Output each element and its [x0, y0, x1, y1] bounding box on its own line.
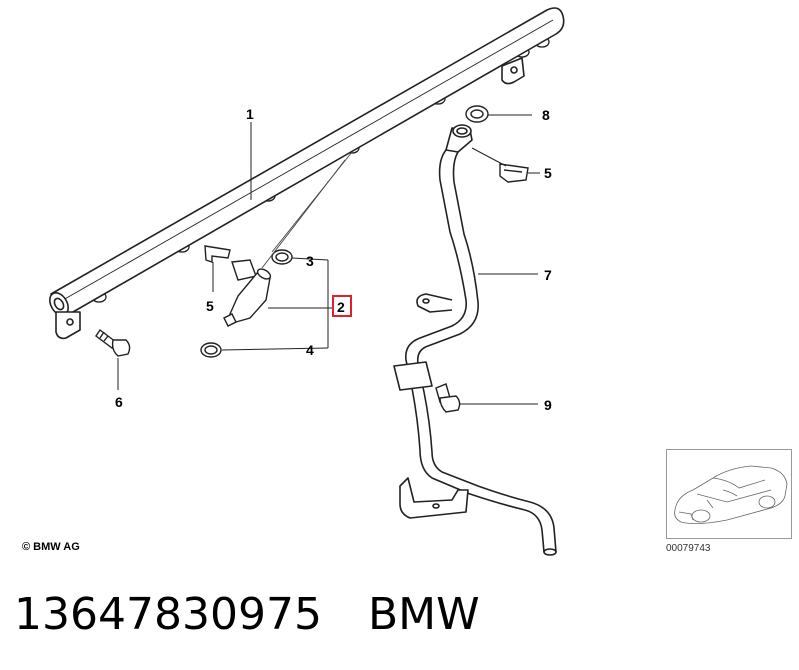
callout-5-left: 5	[206, 298, 214, 314]
fuel-rail	[49, 7, 565, 340]
bolt-9	[435, 383, 461, 413]
callout-4: 4	[306, 342, 314, 358]
callout-6: 6	[115, 394, 123, 410]
callout-7: 7	[544, 267, 552, 283]
parts-diagram: 1 2 3 4 5 5 6 7 8 9	[49, 7, 565, 556]
callout-1: 1	[246, 106, 254, 122]
part-number: 13647830975	[14, 589, 322, 640]
callout-8: 8	[542, 107, 550, 123]
footer-caption: 13647830975 BMW	[14, 588, 526, 642]
copyright: © BMW AG	[22, 541, 80, 553]
vehicle-thumbnail	[666, 449, 792, 539]
injector	[200, 245, 293, 358]
brand-name: BMW	[367, 589, 480, 640]
callout-9: 9	[544, 397, 552, 413]
leader-lines	[117, 114, 540, 405]
clip-5-right	[499, 163, 529, 183]
o-ring-8	[465, 105, 489, 123]
bolt-6	[95, 328, 131, 357]
return-line	[393, 124, 557, 556]
callout-5-right: 5	[544, 165, 552, 181]
highlight-box	[332, 295, 352, 317]
car-outline-icon	[674, 465, 788, 524]
callout-3: 3	[306, 253, 314, 269]
thumbnail-code: 00079743	[666, 543, 711, 554]
callout-2: 2	[337, 299, 345, 315]
